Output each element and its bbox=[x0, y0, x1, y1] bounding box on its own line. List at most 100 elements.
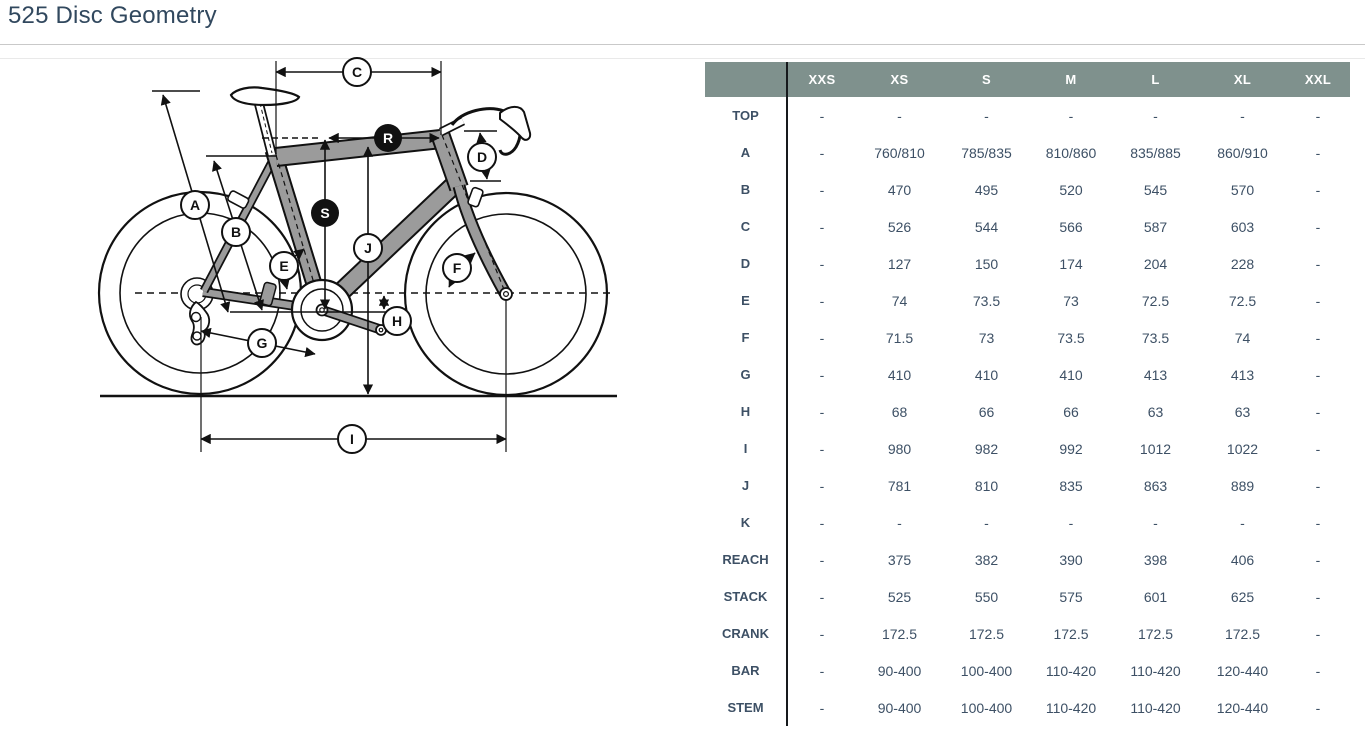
value-cell: 406 bbox=[1230, 551, 1255, 568]
label-E: E bbox=[269, 251, 299, 281]
value-cell: 172.5 bbox=[881, 625, 918, 642]
page-title: 525 Disc Geometry bbox=[8, 2, 217, 29]
dim-H bbox=[230, 295, 392, 313]
value-cell: 398 bbox=[1143, 551, 1168, 568]
value-cell: - bbox=[1315, 181, 1321, 198]
value-cell: 566 bbox=[1059, 218, 1083, 235]
value-cell: 982 bbox=[974, 440, 999, 457]
value-cell: 68 bbox=[891, 403, 908, 420]
value-cell: - bbox=[819, 218, 825, 235]
label-A: A bbox=[180, 190, 210, 220]
dimension-labels: A B C D E F G H I J R S bbox=[180, 57, 497, 454]
value-cell: 110-420 bbox=[1045, 662, 1097, 679]
label-H: H bbox=[382, 306, 412, 336]
value-cell: - bbox=[1315, 218, 1321, 235]
dim-label-i: I bbox=[350, 431, 354, 447]
dim-label-s: S bbox=[320, 205, 329, 221]
value-cell: 73.5 bbox=[1057, 329, 1085, 346]
value-cell: 72.5 bbox=[1228, 292, 1257, 309]
label-B: B bbox=[221, 217, 251, 247]
value-cell: - bbox=[819, 625, 825, 642]
rear-derailleur bbox=[189, 300, 211, 346]
row-label: G bbox=[705, 356, 788, 393]
value-cell: 174 bbox=[1059, 255, 1083, 272]
value-cell: - bbox=[1240, 514, 1245, 531]
label-F: F bbox=[442, 253, 472, 283]
value-cell: 603 bbox=[1230, 218, 1255, 235]
value-cell: - bbox=[819, 440, 825, 457]
value-cell: - bbox=[1153, 107, 1158, 124]
value-cell: 1012 bbox=[1139, 440, 1172, 457]
dim-label-f: F bbox=[453, 260, 462, 276]
value-cell: - bbox=[819, 551, 825, 568]
rear-brake-caliper bbox=[227, 190, 250, 209]
bike-geometry-diagram: A B C D E F G H I J R S bbox=[97, 57, 617, 454]
value-cell: - bbox=[984, 107, 989, 124]
row-label: B bbox=[705, 171, 788, 208]
column-header-xxs: XXS bbox=[787, 62, 856, 97]
dim-label-a: A bbox=[190, 197, 200, 213]
value-cell: 992 bbox=[1059, 440, 1083, 457]
value-cell: 587 bbox=[1143, 218, 1168, 235]
value-cell: 889 bbox=[1230, 477, 1255, 494]
value-cell: - bbox=[1240, 107, 1245, 124]
value-cell: - bbox=[1315, 144, 1321, 161]
crankset bbox=[290, 278, 387, 342]
column-header-xxl: XXL bbox=[1286, 62, 1350, 97]
value-cell: 100-400 bbox=[960, 662, 1013, 679]
value-cell: 120-440 bbox=[1216, 662, 1269, 679]
value-cell: 120-440 bbox=[1216, 699, 1269, 716]
value-cell: - bbox=[1315, 366, 1321, 383]
value-cell: 375 bbox=[887, 551, 912, 568]
dim-label-b: B bbox=[231, 224, 241, 240]
value-cell: - bbox=[1315, 292, 1321, 309]
value-cell: 550 bbox=[974, 588, 999, 605]
value-cell: 172.5 bbox=[1053, 625, 1089, 642]
value-cell: 72.5 bbox=[1141, 292, 1170, 309]
value-cell: 73 bbox=[978, 329, 995, 346]
value-cell: 172.5 bbox=[968, 625, 1005, 642]
value-cell: 410 bbox=[887, 366, 912, 383]
label-I: I bbox=[337, 424, 367, 454]
value-cell: 760/810 bbox=[874, 144, 925, 161]
row-label: CRANK bbox=[705, 615, 788, 652]
value-cell: 575 bbox=[1059, 588, 1083, 605]
value-cell: - bbox=[819, 588, 825, 605]
row-label: D bbox=[705, 245, 788, 282]
saddle bbox=[229, 86, 301, 107]
value-cell: - bbox=[1315, 255, 1321, 272]
value-cell: - bbox=[1315, 440, 1321, 457]
row-label: F bbox=[705, 319, 788, 356]
value-cell: - bbox=[1315, 514, 1321, 531]
value-cell: 172.5 bbox=[1224, 625, 1261, 642]
value-cell: - bbox=[897, 514, 902, 531]
dim-label-d: D bbox=[477, 149, 487, 165]
label-C: C bbox=[342, 57, 372, 87]
value-cell: - bbox=[819, 403, 825, 420]
value-cell: 835/885 bbox=[1130, 144, 1181, 161]
value-cell: - bbox=[1315, 329, 1321, 346]
value-cell: 785/835 bbox=[961, 144, 1012, 161]
value-cell: - bbox=[984, 514, 989, 531]
label-D: D bbox=[467, 142, 497, 172]
table-row-k: K------- bbox=[705, 504, 1350, 541]
value-cell: - bbox=[819, 144, 825, 161]
value-cell: - bbox=[1315, 662, 1321, 679]
content-divider bbox=[0, 58, 1365, 59]
value-cell: - bbox=[1068, 514, 1074, 531]
value-cell: 390 bbox=[1059, 551, 1083, 568]
value-cell: 110-420 bbox=[1130, 662, 1181, 679]
value-cell: 835 bbox=[1059, 477, 1083, 494]
value-cell: 413 bbox=[1230, 366, 1255, 383]
value-cell: - bbox=[819, 662, 825, 679]
